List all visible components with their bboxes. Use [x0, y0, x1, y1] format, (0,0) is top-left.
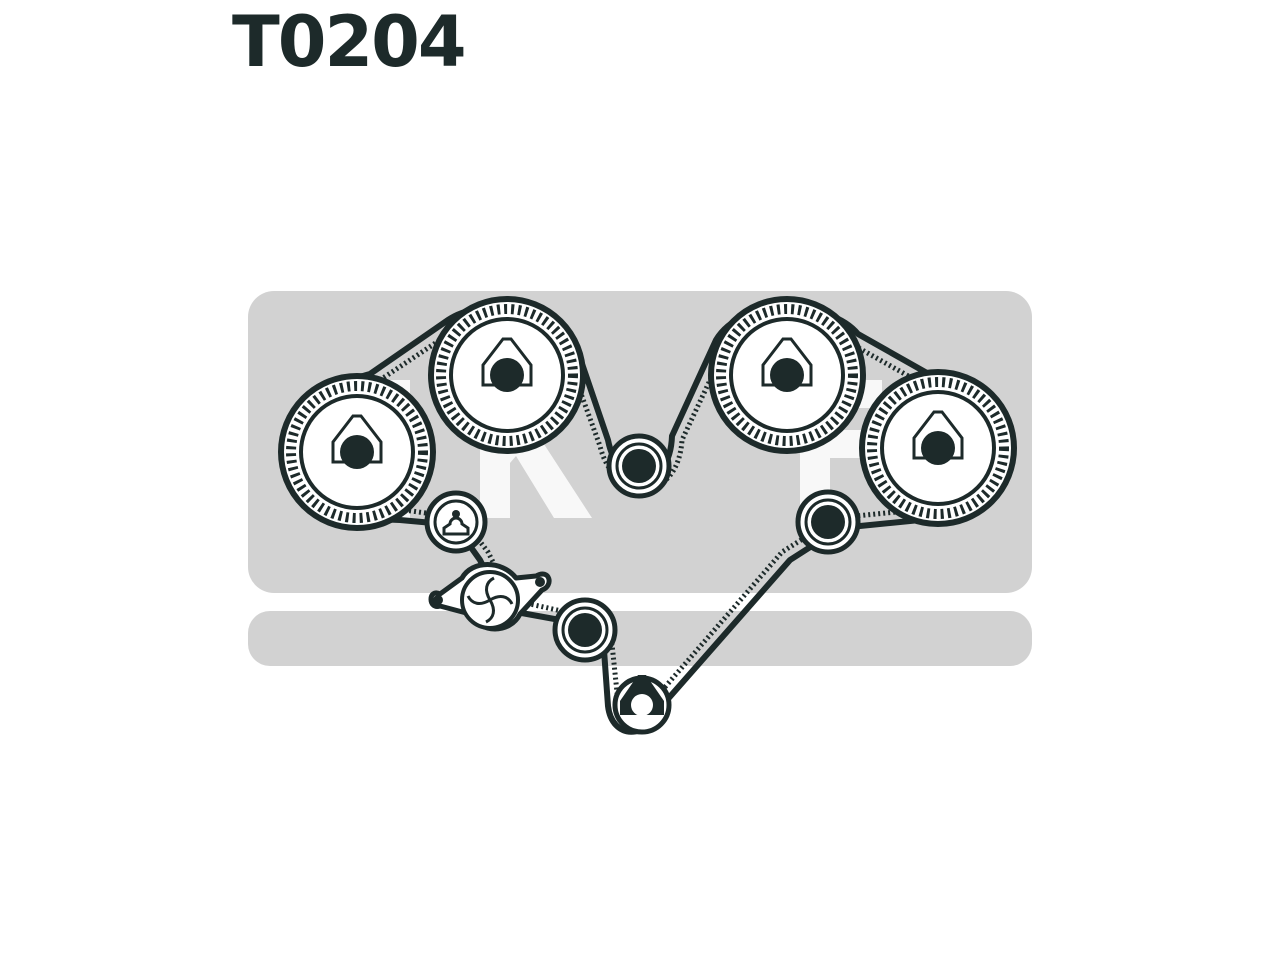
camshaft-sprocket-1 — [278, 373, 436, 531]
idler-pulley-right — [795, 489, 861, 555]
idler-pulley-top — [606, 433, 672, 499]
crankshaft-sprocket — [612, 675, 672, 735]
camshaft-sprocket-3 — [708, 296, 866, 454]
idler-pulley-bottom — [552, 597, 618, 663]
part-code-title: T0204 — [232, 1, 467, 83]
camshaft-sprocket-4 — [859, 369, 1017, 527]
water-pump — [428, 562, 552, 632]
camshaft-sprocket-2 — [428, 296, 586, 454]
watermark-panel-bottom — [248, 611, 1032, 666]
tensioner-pulley — [424, 490, 488, 554]
